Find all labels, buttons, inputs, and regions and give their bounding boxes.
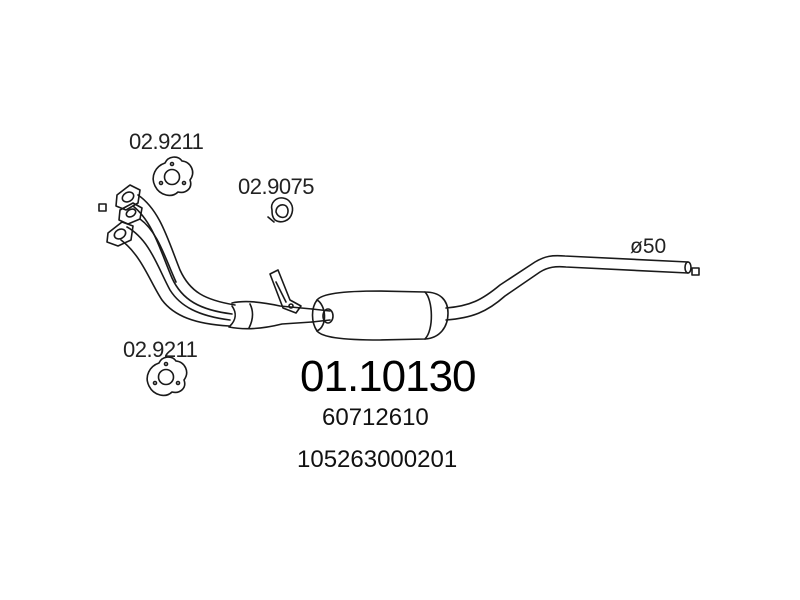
gasket-bottom-icon	[146, 356, 188, 397]
front-pipes	[120, 194, 236, 327]
start-marker	[98, 203, 107, 212]
end-marker	[691, 267, 700, 276]
silencer-body	[311, 290, 449, 341]
accessory-label-bottom-gasket: 02.9211	[123, 337, 198, 362]
inlet-pipe-end	[322, 308, 334, 324]
manifold-flanges	[106, 184, 143, 247]
inlet-pipe	[311, 308, 331, 323]
accessory-label-rubber-mount: 02.9075	[238, 174, 315, 199]
pipe-diameter-label: ø50	[630, 235, 667, 258]
oem-number-1: 60712610	[322, 404, 429, 431]
pipe-collector	[228, 300, 313, 330]
main-part-number: 01.10130	[300, 352, 477, 401]
tail-pipe	[445, 254, 692, 321]
accessory-label-top-gasket: 02.9211	[129, 129, 204, 154]
gasket-top-icon	[152, 156, 194, 197]
rubber-mount-icon	[267, 197, 294, 223]
oem-number-2: 105263000201	[297, 446, 458, 473]
hanger-bracket	[269, 269, 302, 314]
